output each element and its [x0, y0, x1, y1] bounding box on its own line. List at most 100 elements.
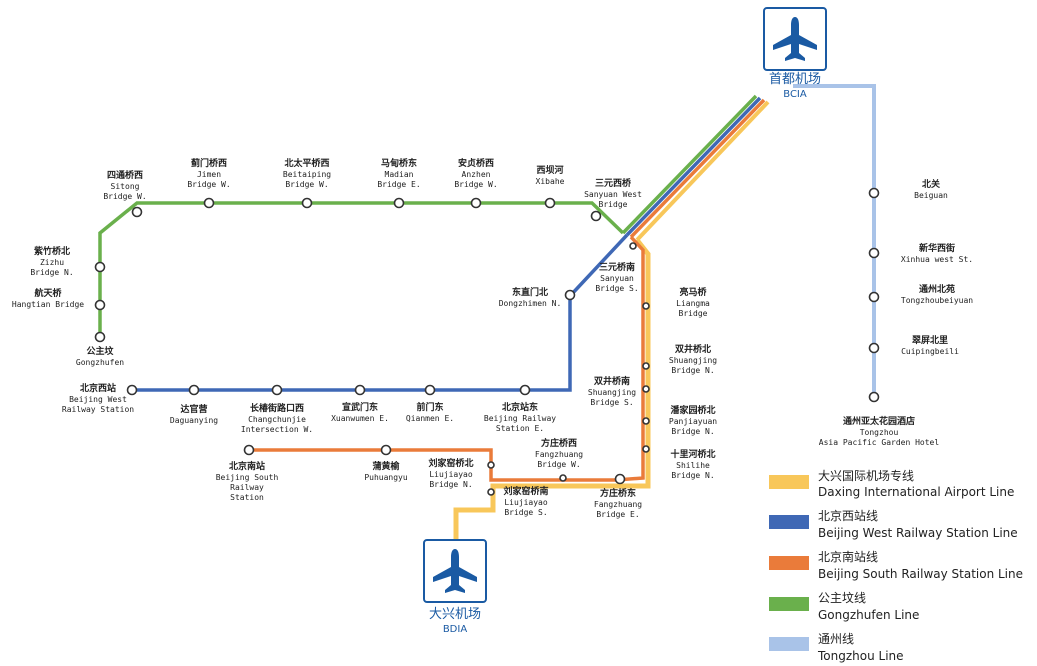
station-label-en: Bridge N.	[429, 480, 472, 489]
station-label-en: Bridge W.	[187, 180, 230, 189]
station-shuangjing-s[interactable]	[642, 385, 650, 393]
station-sanyuan-s[interactable]	[629, 242, 637, 250]
station-label-en: Cuipingbeili	[901, 347, 959, 356]
station-label-en: Liujiayao	[504, 498, 548, 507]
station-liujiayao-s[interactable]	[487, 488, 495, 496]
legend-en: Beijing West Railway Station Line	[818, 526, 1018, 540]
station-label-en: Bridge S.	[590, 398, 633, 407]
station-label-en: Liangma	[676, 299, 710, 308]
legend-item-beijing-west: 北京西站线 Beijing West Railway Station Line	[769, 509, 1018, 540]
station-gongzhufen[interactable]	[94, 331, 106, 343]
station-liujiayao-n[interactable]	[487, 461, 495, 469]
station-label-en: Xuanwumen E.	[331, 414, 389, 423]
station-zizhu[interactable]	[94, 261, 106, 273]
station-qianmen[interactable]	[424, 384, 436, 396]
station-liangma[interactable]	[642, 302, 650, 310]
station-beitaiping[interactable]	[301, 197, 313, 209]
daxing-airport-line	[453, 238, 651, 540]
station-label-en: Shuangjing	[669, 356, 717, 365]
station-label-cn: 蓟门桥西	[190, 157, 227, 169]
station-label-cn: 东直门北	[512, 286, 548, 298]
station-dongzhimen[interactable]	[564, 289, 576, 301]
station-label-en: Tongzhoubeiyuan	[901, 296, 973, 305]
station-puhuangyu[interactable]	[380, 444, 392, 456]
station-xibahe[interactable]	[544, 197, 556, 209]
legend-en: Daxing International Airport Line	[818, 485, 1014, 499]
station-beiguan[interactable]	[868, 187, 880, 199]
station-label-en: Sanyuan	[600, 274, 634, 283]
legend-swatch	[769, 597, 809, 611]
station-label-cn: 宣武门东	[342, 401, 378, 413]
station-bj-west[interactable]	[126, 384, 138, 396]
station-label-en: Puhuangyu	[364, 473, 408, 482]
station-label-cn: 前门东	[416, 401, 443, 413]
station-hangtian[interactable]	[94, 299, 106, 311]
station-cuipingbeili[interactable]	[868, 342, 880, 354]
station-fangzhuang-w[interactable]	[559, 474, 567, 482]
station-label-cn: 三元西桥	[595, 177, 632, 189]
airplane-icon	[773, 17, 817, 61]
station-changchunjie[interactable]	[271, 384, 283, 396]
station-label-cn: 新华西街	[919, 242, 955, 254]
station-anzhen[interactable]	[470, 197, 482, 209]
legend-swatch	[769, 475, 809, 489]
legend-en: Beijing South Railway Station Line	[818, 567, 1023, 581]
station-label-en: Beitaiping	[283, 170, 331, 179]
station-label-en: Fangzhuang	[535, 450, 583, 459]
bcia-airport[interactable]: 首都机场 BCIA	[763, 7, 827, 100]
station-madian[interactable]	[393, 197, 405, 209]
station-label-cn: 方庄桥西	[541, 437, 577, 449]
station-label-en: Liujiayao	[429, 470, 473, 479]
station-label-en: Changchunjie	[248, 415, 306, 424]
station-sanyuan-w[interactable]	[590, 210, 602, 222]
station-label-en: Railway Station	[62, 405, 134, 414]
station-label-cn: 马甸桥东	[381, 157, 417, 169]
station-tongzhou-hotel[interactable]	[868, 391, 880, 403]
station-shilihe[interactable]	[642, 445, 650, 453]
bdia-airport[interactable]: 大兴机场 BDIA	[423, 539, 487, 635]
station-label-en: Dongzhimen N.	[499, 299, 562, 308]
bdia-en-label: BDIA	[443, 624, 468, 635]
legend-cn: 公主坟线	[818, 591, 866, 605]
station-label-cn: 通州亚太花园酒店	[843, 415, 915, 427]
station-label-en: Anzhen	[462, 170, 491, 179]
station-label-cn: 航天桥	[34, 287, 62, 299]
airport-trunk	[621, 94, 770, 242]
legend-en: Tongzhou Line	[817, 649, 904, 663]
station-tongzhoubeiyuan[interactable]	[868, 291, 880, 303]
station-daguanying[interactable]	[188, 384, 200, 396]
station-label-en: Bridge W.	[285, 180, 328, 189]
station-label-cn: 方庄桥东	[600, 487, 636, 499]
legend-cn: 北京西站线	[818, 509, 878, 523]
station-shuangjing-n[interactable]	[642, 362, 650, 370]
tongzhou-line	[793, 84, 876, 397]
station-label-cn: 通州北苑	[919, 283, 955, 295]
station-xinhua[interactable]	[868, 247, 880, 259]
station-panjiayuan[interactable]	[642, 417, 650, 425]
beijing-south-line	[249, 235, 645, 482]
station-xuanwumen[interactable]	[354, 384, 366, 396]
station-sitong[interactable]	[131, 206, 143, 218]
station-fangzhuang-e[interactable]	[614, 473, 626, 485]
station-label-en: Bridge W.	[103, 192, 146, 201]
station-label-en: Station	[230, 493, 264, 502]
station-bj-station-e[interactable]	[519, 384, 531, 396]
station-bj-south[interactable]	[243, 444, 255, 456]
station-label-en: Bridge E.	[377, 180, 420, 189]
station-jimen[interactable]	[203, 197, 215, 209]
